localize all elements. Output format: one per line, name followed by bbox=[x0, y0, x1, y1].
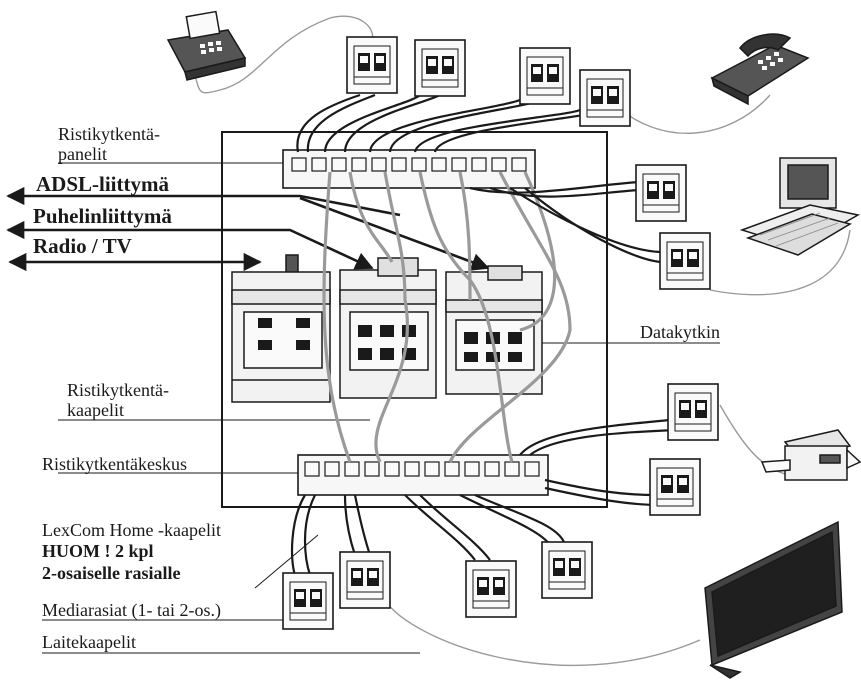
ristikytkenta-kaapelit-label-1: Ristikytkentä- bbox=[67, 381, 169, 399]
ristikytkenta-panelit-label-1: Ristikytkentä- bbox=[58, 125, 160, 143]
telephone-icon bbox=[712, 34, 808, 104]
huom-label: HUOM ! 2 kpl bbox=[42, 542, 154, 560]
adsl-label: ADSL-liittymä bbox=[36, 174, 169, 195]
lexcom-cable-label: LexCom Home -kaapelit bbox=[42, 521, 221, 539]
radio-tv-label: Radio / TV bbox=[33, 236, 132, 257]
ristikytkenta-kaapelit-label-2: kaapelit bbox=[67, 401, 124, 419]
device-middle bbox=[340, 258, 436, 398]
puhelinliittyma-label: Puhelinliittymä bbox=[33, 206, 172, 227]
datakytkin-device bbox=[446, 266, 542, 394]
computer-icon bbox=[742, 158, 858, 255]
datakytkin-label: Datakytkin bbox=[640, 323, 720, 341]
two-part-outlet-label: 2-osaiselle rasialle bbox=[42, 564, 180, 582]
device-left bbox=[232, 255, 330, 402]
laitekaapelit-label: Laitekaapelit bbox=[42, 633, 136, 651]
ristikytkentakeskus-label: Ristikytkentäkeskus bbox=[42, 455, 187, 473]
tv-icon bbox=[705, 522, 842, 678]
upper-patch-panel bbox=[283, 150, 535, 188]
mediarasiat-label: Mediarasiat (1- tai 2-os.) bbox=[42, 601, 221, 619]
fax-icon bbox=[168, 12, 245, 80]
ristikytkenta-panelit-label-2: panelit bbox=[58, 145, 107, 163]
printer-icon bbox=[762, 430, 860, 480]
